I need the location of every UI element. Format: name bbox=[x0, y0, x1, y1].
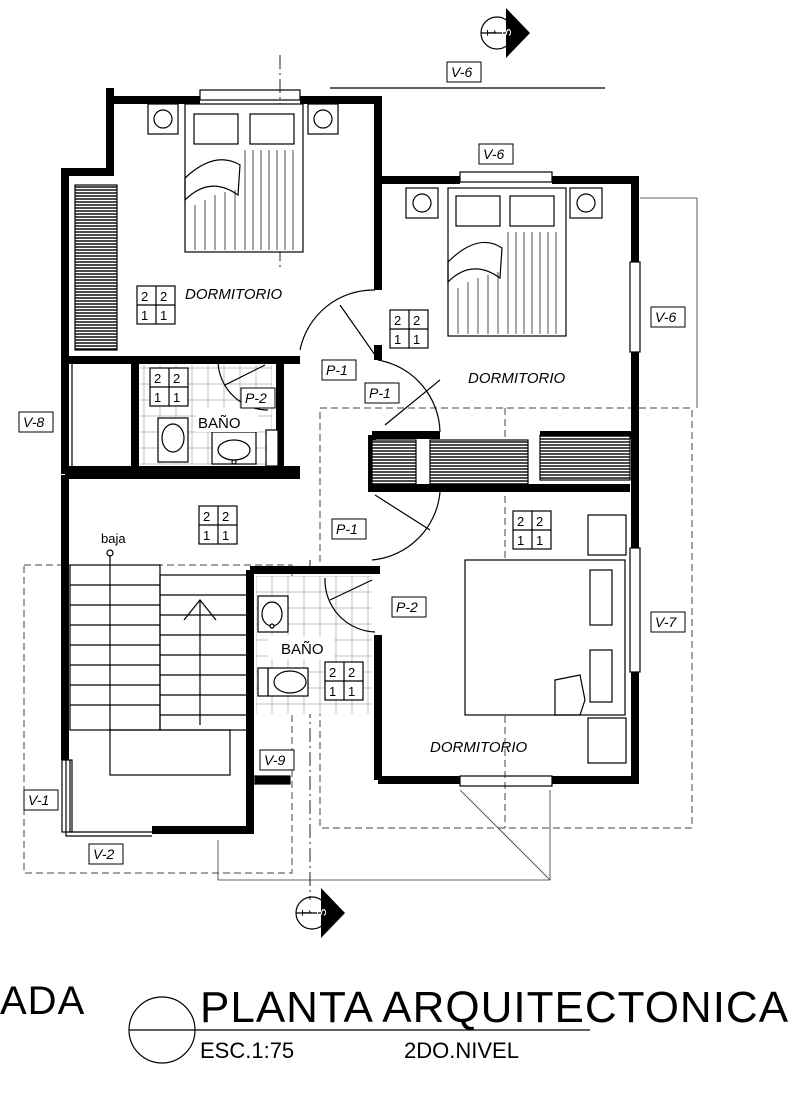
svg-text:1: 1 bbox=[141, 308, 148, 323]
door-tag-p1-c: P-1 bbox=[331, 518, 367, 540]
window-tag-v6-right: V-6 bbox=[650, 306, 686, 328]
svg-text:1: 1 bbox=[413, 332, 420, 347]
drawing-title: PLANTA ARQUITECTONICA bbox=[200, 983, 789, 1032]
svg-text:1: 1 bbox=[536, 533, 543, 548]
bed-3 bbox=[464, 514, 627, 764]
door-tag-p2-b: P-2 bbox=[391, 596, 427, 618]
svg-text:2: 2 bbox=[536, 514, 543, 529]
door-tag-p1-a: P-1 bbox=[321, 359, 357, 381]
svg-text:V-6: V-6 bbox=[451, 64, 472, 80]
bed-2 bbox=[405, 187, 603, 337]
svg-text:1: 1 bbox=[348, 684, 355, 699]
svg-text:2: 2 bbox=[173, 371, 180, 386]
svg-text:1: 1 bbox=[517, 533, 524, 548]
svg-text:1: 1 bbox=[160, 308, 167, 323]
partial-left-title: ADA bbox=[0, 979, 85, 1023]
drawing-level: 2DO.NIVEL bbox=[404, 1038, 519, 1063]
drawing-scale: ESC.1:75 bbox=[200, 1038, 294, 1063]
staircase bbox=[69, 549, 251, 776]
window-tag-v2: V-2 bbox=[88, 843, 124, 865]
window-tag-v1: V-1 bbox=[23, 789, 59, 811]
door-tag-p2-a: P-2 bbox=[240, 387, 276, 409]
svg-text:2: 2 bbox=[160, 289, 167, 304]
svg-text:P-2: P-2 bbox=[245, 390, 267, 406]
window-tag-v8: V-8 bbox=[18, 411, 54, 433]
room-label-dormitorio-2: DORMITORIO bbox=[468, 370, 566, 387]
svg-text:P-1: P-1 bbox=[336, 521, 358, 537]
window-tag-v9: V-9 bbox=[259, 749, 295, 771]
svg-text:1: 1 bbox=[329, 684, 336, 699]
door-tag-p1-b: P-1 bbox=[364, 382, 400, 404]
svg-text:1: 1 bbox=[154, 390, 161, 405]
stair-label: baja bbox=[101, 531, 126, 546]
window-tag-v6-mid: V-6 bbox=[478, 143, 514, 165]
svg-text:P-1: P-1 bbox=[326, 362, 348, 378]
svg-text:1: 1 bbox=[394, 332, 401, 347]
svg-text:1: 1 bbox=[173, 390, 180, 405]
svg-text:P-1: P-1 bbox=[369, 385, 391, 401]
bathroom-2-fixtures bbox=[256, 576, 372, 714]
svg-text:V-1: V-1 bbox=[28, 792, 49, 808]
window-frames bbox=[61, 89, 641, 837]
room-label-bano-2: BAÑO bbox=[281, 641, 324, 658]
bed-1 bbox=[147, 103, 339, 253]
svg-text:1: 1 bbox=[299, 909, 314, 916]
bathroom-1-fixtures bbox=[140, 365, 279, 467]
svg-text:V-9: V-9 bbox=[264, 752, 285, 768]
svg-text:2: 2 bbox=[141, 289, 148, 304]
svg-text:V-6: V-6 bbox=[655, 309, 676, 325]
svg-text:S: S bbox=[499, 28, 514, 37]
title-block: ADA PLANTA ARQUITECTONICA ESC.1:75 2DO.N… bbox=[0, 979, 789, 1064]
room-label-bano-1: BAÑO bbox=[198, 415, 241, 432]
svg-text:P-2: P-2 bbox=[396, 599, 418, 615]
door-swings bbox=[217, 289, 441, 633]
svg-text:1: 1 bbox=[222, 528, 229, 543]
svg-text:2: 2 bbox=[348, 665, 355, 680]
svg-text:2: 2 bbox=[203, 509, 210, 524]
svg-text:2: 2 bbox=[329, 665, 336, 680]
section-marker-top: 1 S bbox=[480, 8, 530, 58]
svg-text:V-6: V-6 bbox=[483, 146, 504, 162]
svg-text:2: 2 bbox=[154, 371, 161, 386]
closet-hatched bbox=[74, 184, 118, 351]
window-tag-v6-top: V-6 bbox=[446, 61, 482, 83]
svg-text:V-7: V-7 bbox=[655, 614, 677, 630]
svg-text:2: 2 bbox=[222, 509, 229, 524]
svg-text:1: 1 bbox=[203, 528, 210, 543]
svg-text:V-8: V-8 bbox=[23, 414, 44, 430]
section-marker-bottom: 1 S bbox=[295, 888, 345, 938]
svg-text:V-2: V-2 bbox=[93, 846, 114, 862]
room-label-dormitorio-3: DORMITORIO bbox=[430, 739, 528, 756]
svg-text:S: S bbox=[314, 908, 329, 917]
svg-text:2: 2 bbox=[413, 313, 420, 328]
svg-text:1: 1 bbox=[484, 29, 499, 36]
window-tag-v7: V-7 bbox=[650, 611, 686, 633]
svg-text:2: 2 bbox=[517, 514, 524, 529]
room-label-dormitorio-1: DORMITORIO bbox=[185, 286, 283, 303]
svg-text:2: 2 bbox=[394, 313, 401, 328]
